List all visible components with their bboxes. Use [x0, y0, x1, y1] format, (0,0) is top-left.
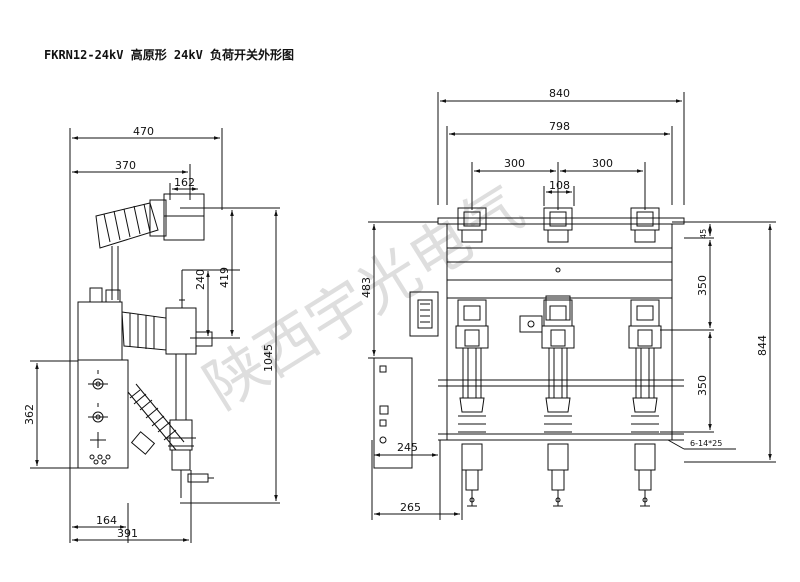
dim-419: 419 [218, 267, 231, 288]
dim-45: 45 [699, 229, 708, 239]
dim-245: 245 [397, 441, 418, 454]
pole-phase-2 [541, 207, 575, 507]
dim-108: 108 [549, 179, 570, 192]
pole-phase-1 [455, 207, 489, 507]
dim-350-bottom: 350 [696, 375, 709, 396]
dim-1045: 1045 [262, 344, 275, 372]
dim-391: 391 [117, 527, 138, 540]
dim-483: 483 [360, 277, 373, 298]
dim-470: 470 [133, 125, 154, 138]
front-view [368, 92, 776, 520]
dim-840: 840 [549, 87, 570, 100]
dim-844: 844 [756, 335, 769, 356]
dim-798: 798 [549, 120, 570, 133]
dim-350-top: 350 [696, 275, 709, 296]
dim-240: 240 [194, 269, 207, 290]
hole-note: 6-14*25 [690, 439, 722, 448]
drawing-title: FKRN12-24kV 高原形 24kV 负荷开关外形图 [44, 48, 295, 62]
dim-362: 362 [23, 404, 36, 425]
dim-370: 370 [115, 159, 136, 172]
dim-300-right: 300 [592, 157, 613, 170]
pole-phase-3 [628, 207, 662, 507]
dim-162: 162 [174, 176, 195, 189]
dim-265: 265 [400, 501, 421, 514]
dim-164: 164 [96, 514, 117, 527]
side-view [30, 128, 280, 543]
dim-300-left: 300 [504, 157, 525, 170]
